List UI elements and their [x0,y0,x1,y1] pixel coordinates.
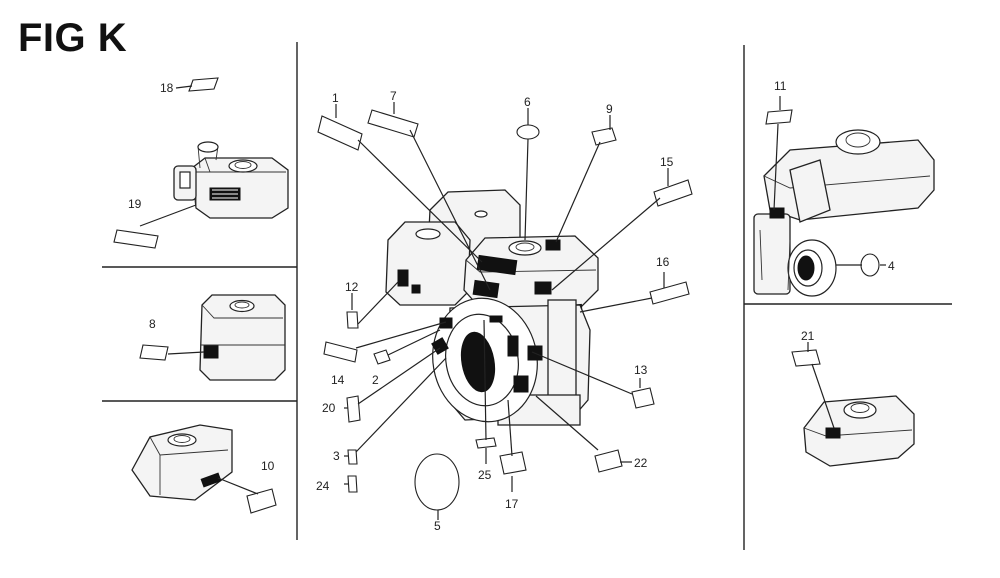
label-22 [594,449,623,473]
callout-18: 18 [160,81,174,95]
center-leader-lines [335,102,669,520]
shroud-assembly-left-bottom [131,424,233,501]
label-15 [653,179,693,207]
label-2 [373,349,391,365]
label-7 [367,109,419,138]
callout-9: 9 [606,102,613,116]
callout-25: 25 [478,468,492,482]
leader-lines-panel1 [139,85,197,227]
label-19 [113,229,159,249]
callout-6: 6 [524,95,531,109]
callout-11: 11 [774,79,787,93]
label-18 [188,77,219,92]
label-17 [499,451,527,475]
callout-13: 13 [634,363,648,377]
callout-24: 24 [316,479,330,493]
label-25 [475,437,497,449]
callout-22: 22 [634,456,648,470]
label-8 [139,344,169,361]
label-12 [346,311,359,329]
label-5 [414,453,460,511]
callout-4: 4 [888,259,895,273]
callout-15: 15 [660,155,674,169]
tank-assembly-left-top [173,141,289,219]
callout-2: 2 [372,373,379,387]
tank-assembly-right-bottom [803,395,915,467]
panel-dividers [102,42,952,550]
callout-17: 17 [505,497,519,511]
label-3 [347,449,358,465]
label-9 [591,127,617,146]
label-4 [860,253,880,277]
tank-assembly-right-top [753,129,935,297]
callout-3: 3 [333,449,340,463]
callout-8: 8 [149,317,156,331]
callout-7: 7 [390,89,397,103]
label-11 [765,109,793,125]
label-16 [649,281,690,305]
callout-12: 12 [345,280,359,294]
figure-title: FIG K [18,16,128,60]
label-21 [791,349,821,367]
label-14 [323,341,358,363]
callout-numbers: 1 7 6 9 15 16 12 14 2 20 3 24 5 25 17 22… [128,79,895,533]
callout-14: 14 [331,373,345,387]
leader-line-8 [167,351,205,355]
label-1 [317,115,363,151]
callout-1: 1 [332,91,339,105]
label-20 [346,395,361,423]
label-13 [631,387,655,409]
main-engine [385,189,599,426]
leader-lines-panel-right-top [773,96,886,266]
label-10 [246,488,277,514]
callout-21: 21 [801,329,815,343]
label-24 [347,475,358,493]
callout-19: 19 [128,197,142,211]
label-6 [516,124,540,140]
callout-5: 5 [434,519,441,533]
callout-10: 10 [261,459,275,473]
callout-20: 20 [322,401,336,415]
center-labels [317,109,693,511]
callout-16: 16 [656,255,670,269]
leader-lines-panel-right-bottom [807,342,835,429]
tank-assembly-left-middle [199,294,286,381]
leader-line-10 [217,477,259,495]
